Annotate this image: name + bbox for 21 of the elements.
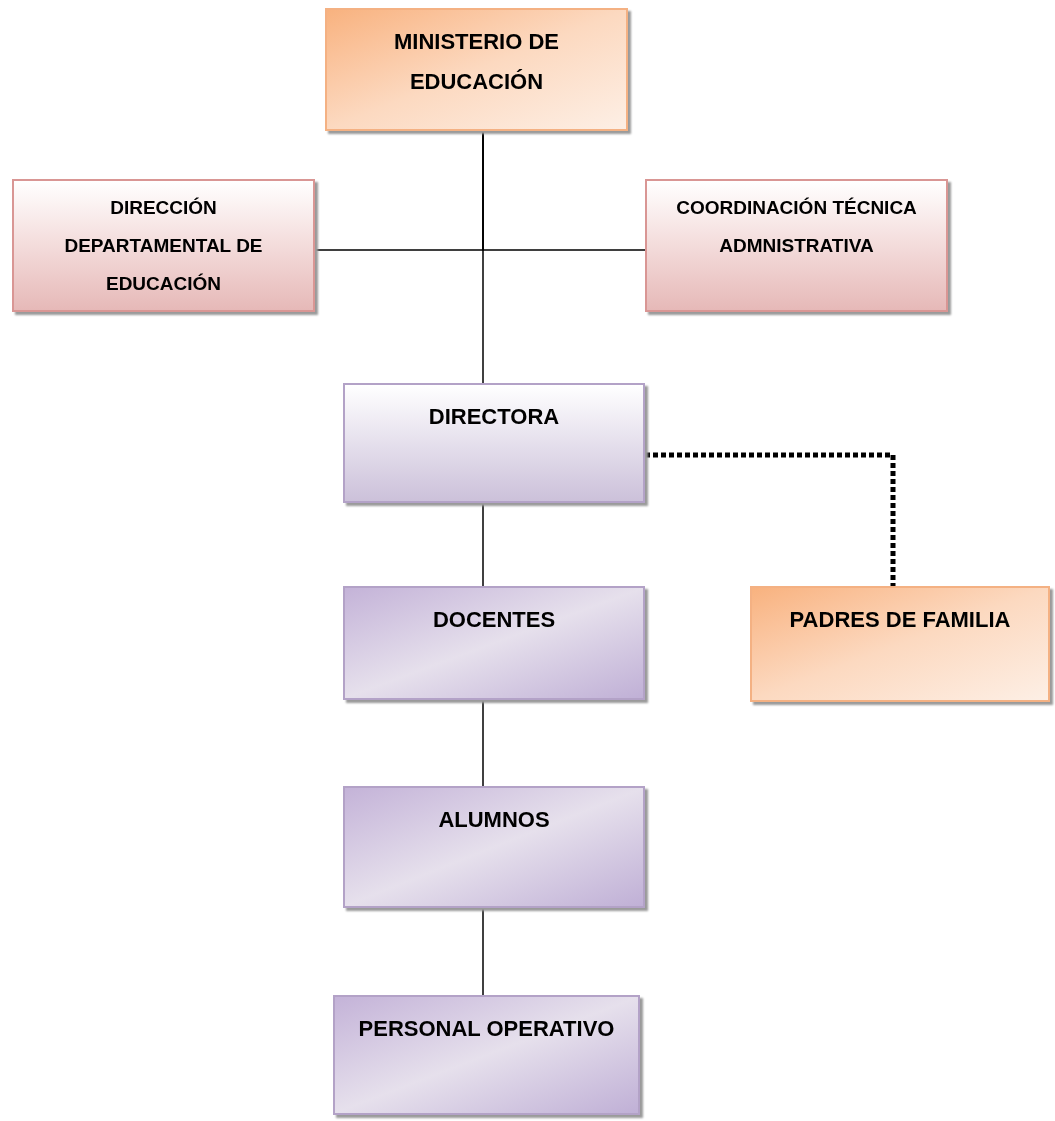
box-label: DIRECTORA — [427, 403, 561, 431]
box-label: PERSONAL OPERATIVO — [357, 1015, 616, 1043]
connector-line — [482, 130, 646, 251]
connector-line — [482, 699, 484, 787]
dotted-connector — [645, 452, 896, 586]
org-box — [343, 786, 645, 908]
org-box — [333, 995, 640, 1115]
box-label: DOCENTES — [431, 606, 557, 634]
box-label: MINISTERIO DE EDUCACIÓN — [393, 28, 560, 96]
org-box — [12, 179, 315, 312]
org-box — [343, 586, 645, 700]
connector-line — [482, 907, 484, 996]
org-box — [750, 586, 1050, 702]
box-label: COORDINACIÓN TÉCNICA ADMNISTRATIVA — [675, 196, 918, 258]
org-box — [645, 179, 948, 312]
org-box — [325, 8, 628, 131]
connector-line — [482, 502, 484, 587]
org-box — [343, 383, 645, 503]
box-label: ALUMNOS — [437, 806, 551, 834]
box-label: DIRECCIÓN DEPARTAMENTAL DE EDUCACIÓN — [63, 196, 264, 296]
box-label: PADRES DE FAMILIA — [788, 606, 1012, 634]
